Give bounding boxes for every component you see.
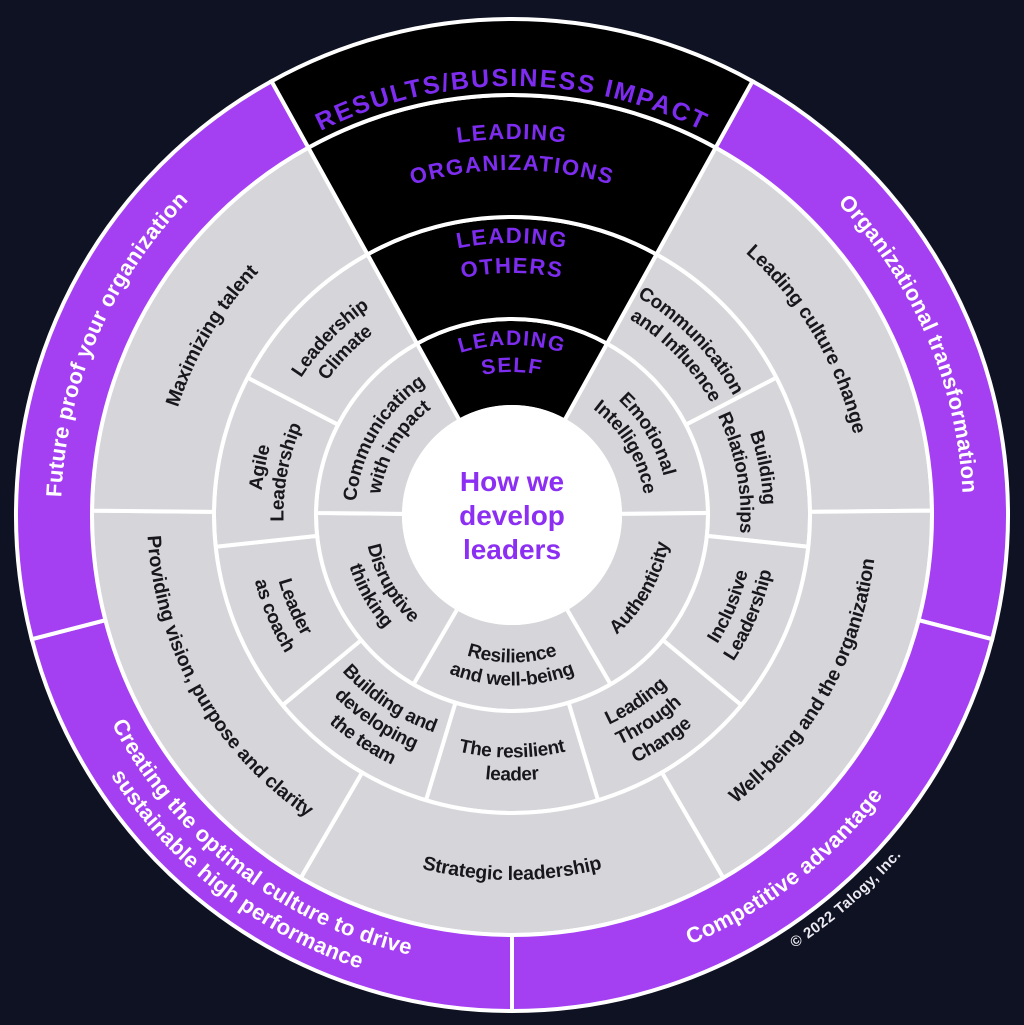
- wedge-results-business-impact: [268, 17, 756, 151]
- center-title-line-0: How we: [460, 466, 564, 497]
- label-the-resilient-leader-line-1: leader: [484, 763, 540, 785]
- center-circle: [402, 405, 622, 625]
- center-title-line-1: develop: [459, 500, 565, 531]
- wedge-label-leading-organizations-line-0: LEADING: [455, 119, 569, 148]
- center-title-line-2: leaders: [463, 534, 561, 565]
- wedge-label-leading-self-line-1: SELF: [480, 354, 545, 380]
